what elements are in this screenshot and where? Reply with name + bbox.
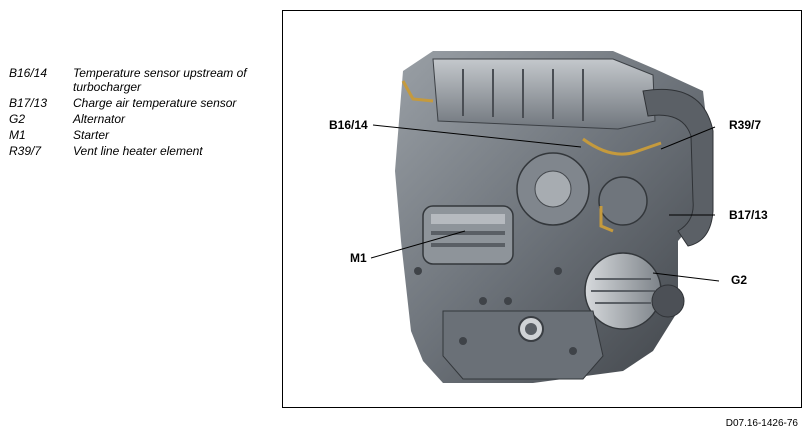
leader-lines xyxy=(370,124,720,282)
callout-b17-13: B17/13 xyxy=(729,208,768,222)
legend: B16/14 Temperature sensor upstream of tu… xyxy=(9,66,279,160)
legend-row-b16-14: B16/14 Temperature sensor upstream of tu… xyxy=(9,66,279,94)
intake-manifold xyxy=(432,58,656,130)
legend-code: B16/14 xyxy=(9,66,48,80)
legend-code: G2 xyxy=(9,112,26,126)
legend-code: R39/7 xyxy=(9,144,42,158)
legend-code: M1 xyxy=(9,128,26,142)
oil-pan xyxy=(442,310,604,380)
callout-r39-7: R39/7 xyxy=(729,118,762,132)
manifold-ribs xyxy=(462,69,584,121)
legend-row-r39-7: R39/7 Vent line heater element xyxy=(9,144,279,158)
callout-g2: G2 xyxy=(731,273,748,287)
sensor-pipe xyxy=(582,137,662,156)
figure-frame: B16/14 R39/7 B17/13 M1 G2 xyxy=(282,10,802,408)
legend-code: B17/13 xyxy=(9,96,48,110)
legend-description: Temperature sensor upstream of turbochar… xyxy=(73,66,247,94)
engine-illustration xyxy=(370,51,720,383)
figure-id: D07.16-1426-76 xyxy=(725,418,798,429)
legend-description: Alternator xyxy=(73,112,126,126)
legend-description: Vent line heater element xyxy=(73,144,203,158)
legend-row-b17-13: B17/13 Charge air temperature sensor xyxy=(9,96,279,110)
charge-air-pipe xyxy=(642,88,714,247)
legend-description: Charge air temperature sensor xyxy=(73,96,237,110)
callout-b16-14: B16/14 xyxy=(329,118,368,132)
alternator-vents xyxy=(591,278,655,304)
bolts xyxy=(414,267,577,355)
legend-row-m1: M1 Starter xyxy=(9,128,279,142)
callout-m1: M1 xyxy=(350,251,367,265)
legend-description: Starter xyxy=(73,128,110,142)
legend-row-g2: G2 Alternator xyxy=(9,112,279,126)
